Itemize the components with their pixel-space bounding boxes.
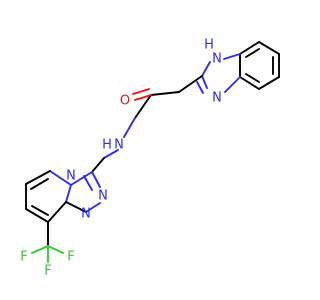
triazole-ring (65, 157, 105, 213)
pyridine-ring (25, 170, 87, 223)
molecule-structure: H N N O H N N N N F F F (20, 38, 280, 279)
cf3-fluorine-left-label: F (20, 250, 27, 265)
triazole-n1-label: N (98, 189, 108, 204)
cf3-fluorine-right-label: F (67, 250, 74, 265)
benzimidazole-benzene-ring (239, 41, 280, 90)
trifluoromethyl-group (31, 221, 64, 263)
amide-oxygen-label: O (120, 94, 130, 109)
amide-nitrogen-label: N (114, 138, 124, 153)
triazole-bridgehead-n-label: N (66, 169, 76, 184)
benzimidazole-imidazole-ring (196, 53, 241, 94)
atom-labels: H N N O H N N N N F F F (20, 38, 222, 279)
benzimidazole-n1-label: N (212, 52, 222, 67)
benzimidazole-nh-hydrogen-label: H (204, 38, 214, 53)
triazole-n2-label: N (81, 207, 91, 222)
cf3-fluorine-bottom-label: F (44, 264, 51, 279)
amide-nh-hydrogen-label: H (102, 138, 112, 153)
benzimidazole-n3-label: N (212, 91, 222, 106)
propanamide-chain (103, 75, 203, 159)
